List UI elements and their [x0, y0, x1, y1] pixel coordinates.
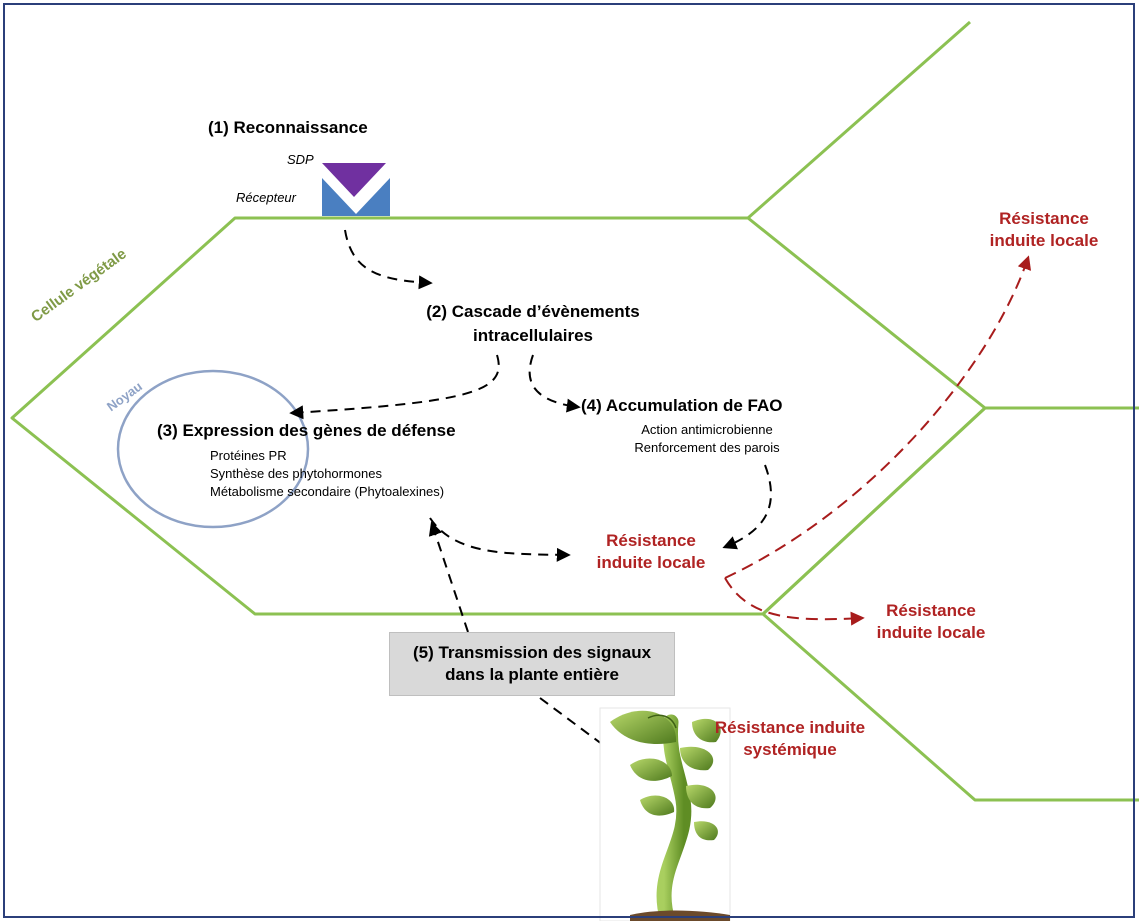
neighbor-wall-right-upper: [761, 406, 987, 616]
arrow-expression-to-transmission: [428, 521, 469, 633]
plant-seedling-icon: [599, 707, 731, 921]
arrow-cascade-to-accumulation: [528, 354, 581, 413]
cascade-title-line1: (2) Cascade d’évènements: [426, 302, 640, 321]
accumulation-item-antimicrobienne: Action antimicrobienne: [641, 422, 773, 437]
resistance-locale-center: Résistance induite locale: [576, 530, 726, 574]
transmission-box: (5) Transmission des signaux dans la pla…: [389, 632, 675, 696]
cell-walls: [10, 20, 1139, 802]
red-arrows: [724, 255, 1032, 626]
expression-item-pr: Protéines PR: [210, 448, 287, 463]
accumulation-title: (4) Accumulation de FAO: [581, 396, 783, 415]
red-arrow-to-bottom-resistance: [724, 577, 865, 626]
systemique-line1: Résistance induite: [714, 718, 866, 737]
black-arrows: [289, 229, 772, 758]
resistance-center-line2: induite locale: [596, 553, 706, 572]
resistance-locale-bottom: Résistance induite locale: [856, 600, 1006, 644]
reconnaissance-title: (1) Reconnaissance: [208, 118, 368, 137]
expression-item-phytohormones: Synthèse des phytohormones: [210, 466, 382, 481]
transmission-line1: (5) Transmission des signaux: [412, 643, 652, 662]
neighbor-wall-top: [747, 20, 971, 220]
expression-list: Protéines PR Synthèse des phytohormones …: [210, 447, 444, 501]
resistance-top-line1: Résistance: [999, 209, 1089, 228]
neighbor-wall-right-lower: [762, 612, 1139, 802]
red-arrow-to-top-resistance: [724, 255, 1032, 579]
expression-item-metabolisme: Métabolisme secondaire (Phytoalexines): [210, 484, 445, 499]
resistance-bottom-line2: induite locale: [876, 623, 986, 642]
recepteur-label: Récepteur: [236, 190, 296, 205]
sdp-label: SDP: [287, 152, 314, 167]
systemique-line2: systémique: [743, 740, 837, 759]
arrow-expression-to-resistance: [429, 517, 571, 562]
accumulation-item-parois: Renforcement des parois: [634, 440, 780, 455]
resistance-bottom-line1: Résistance: [886, 601, 976, 620]
expression-title: (3) Expression des gènes de défense: [157, 421, 456, 440]
arrow-reception-to-cascade: [344, 229, 433, 290]
cascade-title: (2) Cascade d’évènements intracellulaire…: [398, 300, 668, 348]
cascade-title-line2: intracellulaires: [472, 326, 593, 345]
resistance-top-line2: induite locale: [989, 231, 1099, 250]
transmission-line2: dans la plante entière: [445, 665, 619, 684]
arrow-accumulation-to-resistance: [722, 464, 772, 550]
receptor-icon: [322, 178, 390, 216]
resistance-center-line1: Résistance: [606, 531, 696, 550]
resistance-locale-top: Résistance induite locale: [964, 208, 1124, 252]
resistance-systemique: Résistance induite systémique: [700, 717, 880, 761]
accumulation-list: Action antimicrobienne Renforcement des …: [600, 421, 814, 457]
central-cell-wall: [10, 216, 987, 616]
ligand-icon: [322, 163, 386, 197]
nucleus-outline: [116, 369, 310, 529]
arrow-cascade-to-expression: [289, 354, 500, 420]
